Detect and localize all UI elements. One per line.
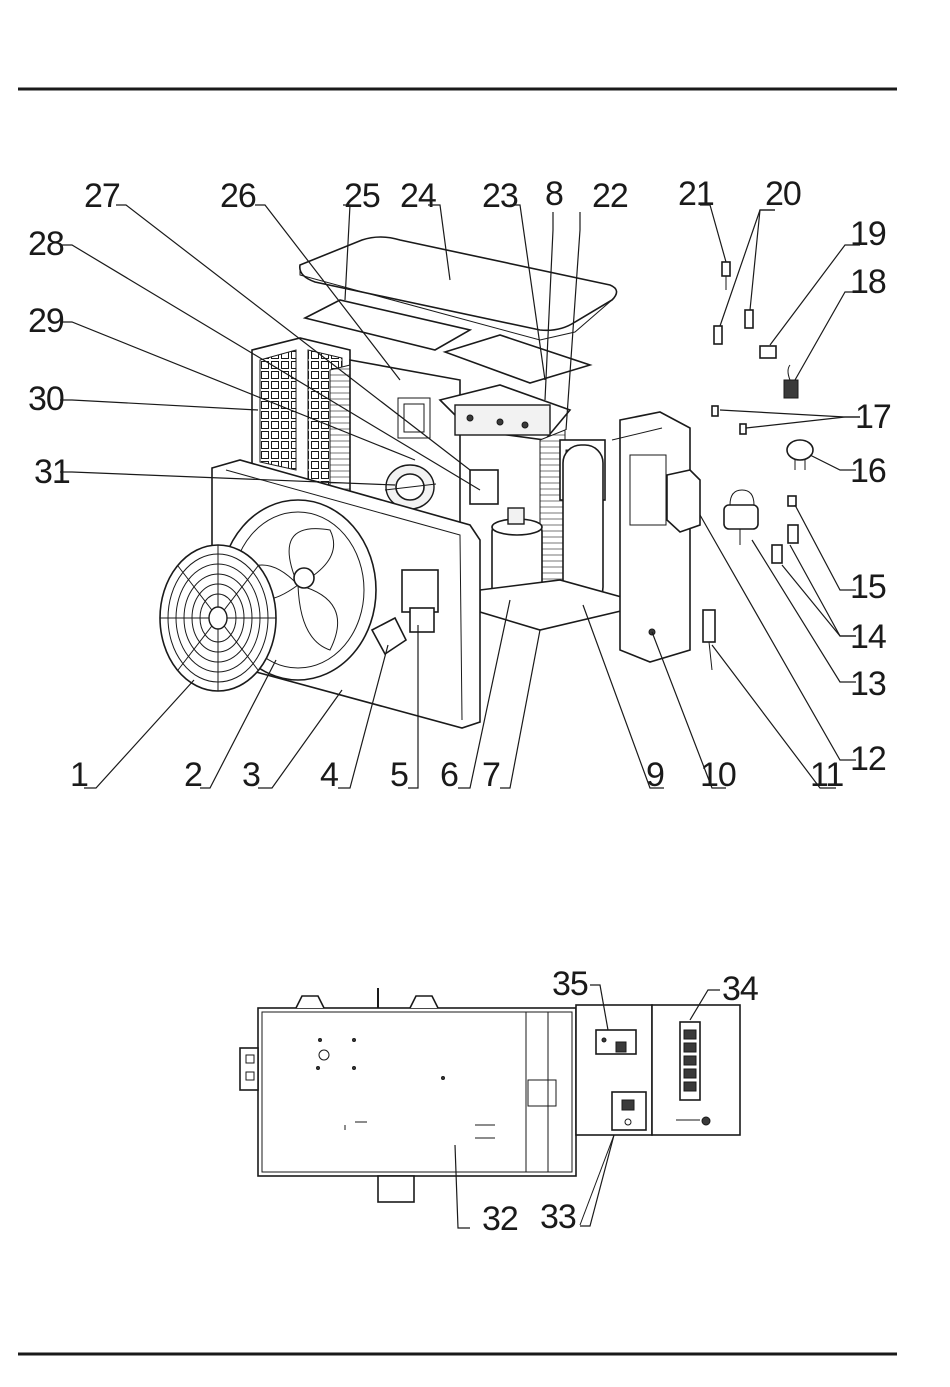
callout-1: 1 [70, 756, 88, 794]
pressure-gauge [787, 440, 813, 470]
callout-7: 7 [482, 756, 500, 794]
callout-34: 34 [722, 970, 758, 1008]
fitting-b [772, 545, 782, 563]
callout-22: 22 [592, 177, 628, 215]
callout-15: 15 [850, 568, 886, 606]
callout-21: 21 [678, 175, 714, 213]
callout-23: 23 [482, 177, 518, 215]
bracket-b [740, 424, 746, 434]
callout-3: 3 [242, 756, 260, 794]
control-box-view: 32 33 34 35 [240, 965, 758, 1238]
side-panel [612, 412, 690, 662]
callout-32: 32 [482, 1200, 518, 1238]
exploded-view: 1 2 3 4 5 6 7 8 9 10 11 12 13 14 15 16 1… [28, 175, 891, 794]
contactor [612, 1092, 646, 1130]
callout-35: 35 [552, 965, 588, 1003]
pressure-switch [784, 365, 798, 398]
bracket-a [712, 406, 718, 416]
callout-24: 24 [400, 177, 436, 215]
probe-a [714, 326, 722, 344]
handle-cover [667, 470, 700, 532]
probe-c [722, 262, 730, 290]
callout-28: 28 [28, 225, 64, 263]
fitting-a [788, 525, 798, 543]
callout-6: 6 [440, 756, 458, 794]
callout-8: 8 [545, 175, 563, 213]
callout-20: 20 [765, 175, 801, 213]
clip [788, 496, 796, 506]
callout-17: 17 [855, 398, 891, 436]
separator-plate [445, 335, 590, 383]
callout-16: 16 [850, 452, 886, 490]
flow-switch [760, 346, 776, 358]
callout-33: 33 [540, 1198, 576, 1236]
callout-26: 26 [220, 177, 256, 215]
callout-12: 12 [850, 740, 886, 778]
callout-4: 4 [320, 756, 338, 794]
temperature-sensor [703, 610, 715, 642]
callout-13: 13 [850, 665, 886, 703]
callout-30: 30 [28, 380, 64, 418]
callout-14: 14 [850, 618, 886, 656]
electrical-cover [240, 988, 576, 1202]
callout-25: 25 [344, 177, 380, 215]
callout-29: 29 [28, 302, 64, 340]
fan-guard [160, 545, 276, 691]
four-way-valve [724, 490, 758, 545]
callout-9: 9 [646, 756, 664, 794]
callout-2: 2 [184, 756, 202, 794]
callout-19: 19 [850, 215, 886, 253]
probe-b [745, 310, 753, 328]
callout-10: 10 [700, 756, 736, 794]
callout-31: 31 [34, 453, 70, 491]
callout-11: 11 [810, 756, 843, 794]
callout-18: 18 [850, 263, 886, 301]
relay [596, 1030, 636, 1054]
callout-5: 5 [390, 756, 408, 794]
callout-27: 27 [84, 177, 120, 215]
